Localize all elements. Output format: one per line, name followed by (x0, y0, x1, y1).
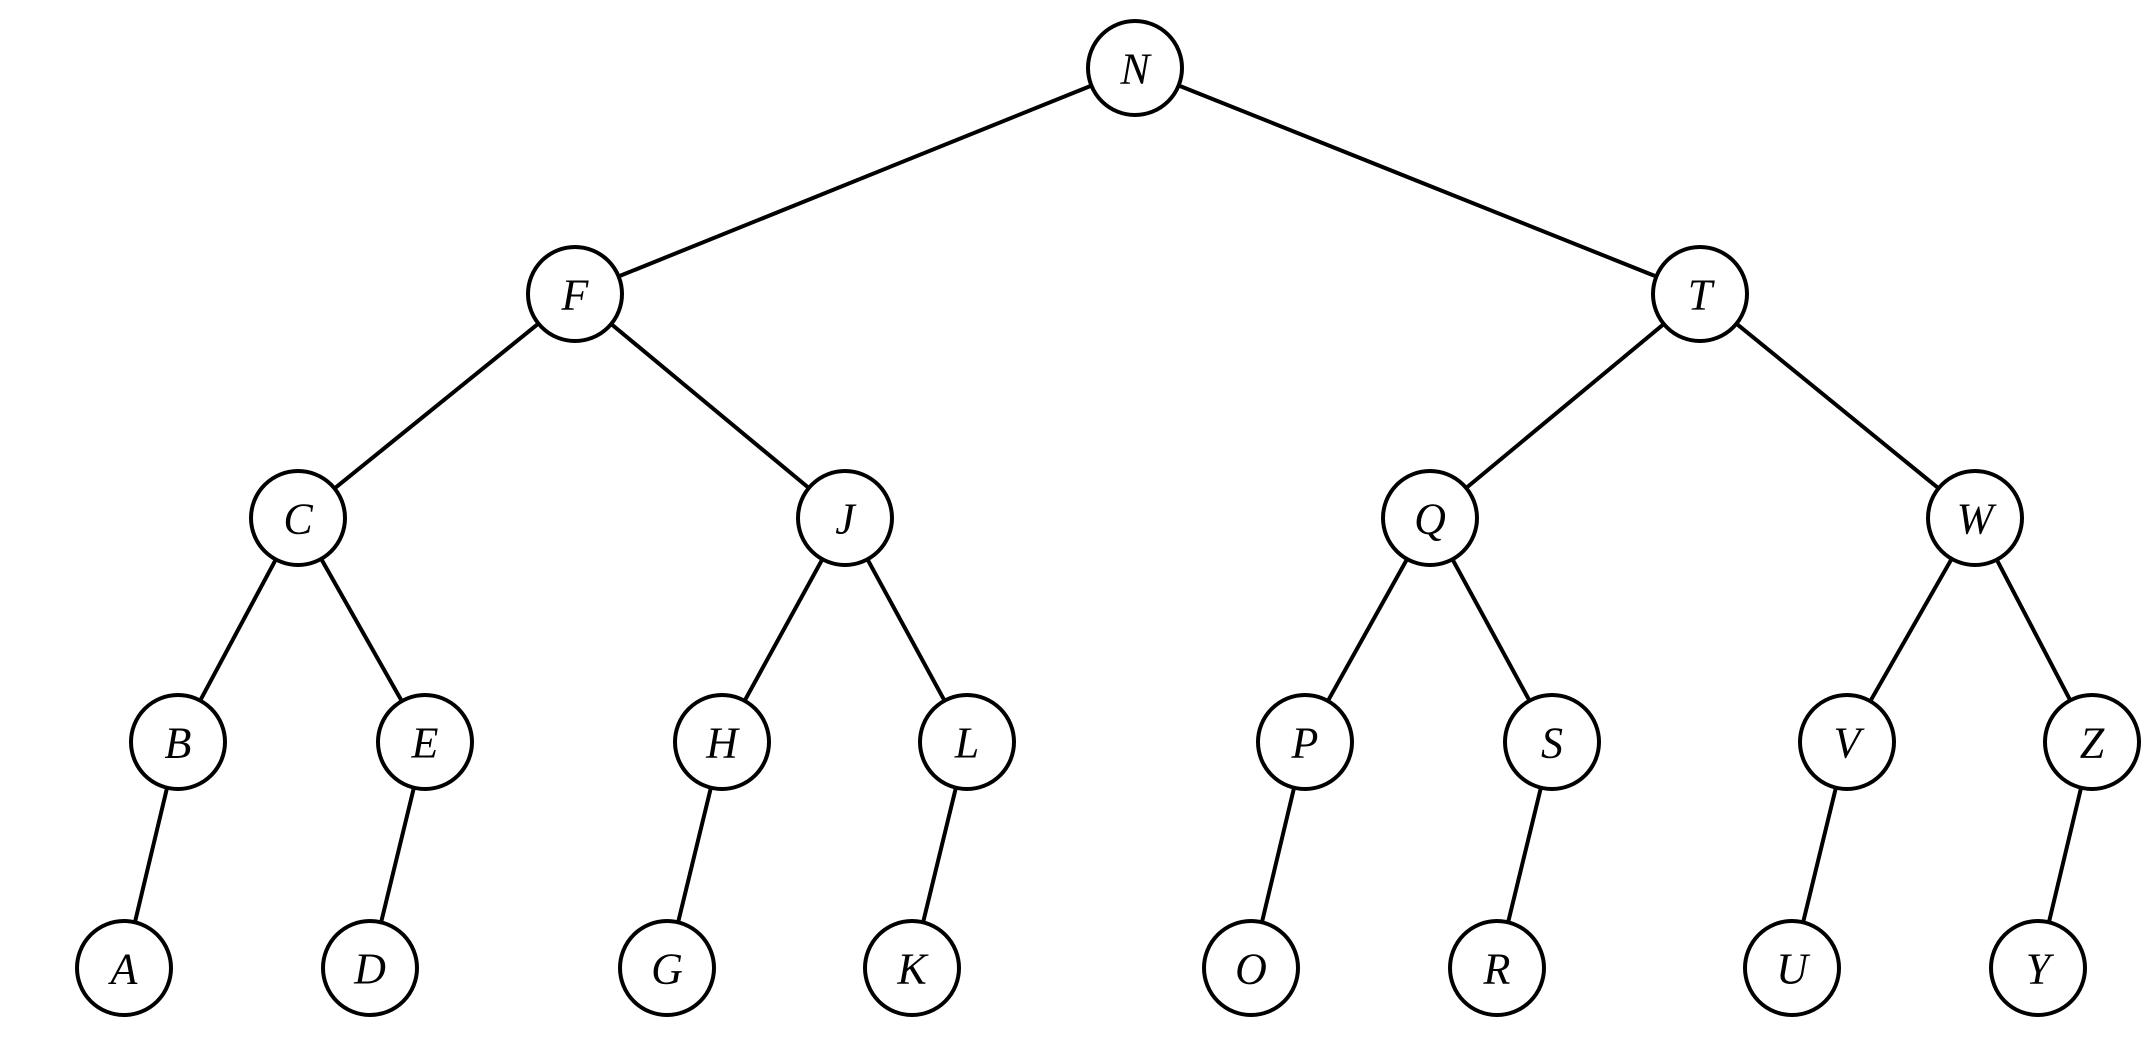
node-label-y: Y (2026, 945, 2055, 994)
node-layer: N F T C J Q W B E H L P S V Z A D G K O R U Y (75, 19, 2141, 1017)
tree-node-z[interactable]: Z (2043, 693, 2141, 791)
tree-node-o[interactable]: O (1202, 919, 1300, 1017)
node-label-b: B (165, 719, 192, 768)
tree-node-u[interactable]: U (1743, 919, 1841, 1017)
node-label-n: N (1119, 45, 1152, 94)
tree-edge-e-d (379, 785, 416, 925)
tree-edge-l-k (921, 785, 958, 925)
node-label-k: K (896, 945, 929, 994)
node-label-v: V (1834, 719, 1866, 768)
node-label-r: R (1483, 945, 1511, 994)
node-label-s: S (1541, 719, 1563, 768)
node-circle-h (673, 693, 771, 791)
node-circle-w (1926, 469, 2024, 567)
node-circle-v (1798, 693, 1896, 791)
tree-edge-p-o (1259, 785, 1297, 925)
tree-edge-b-a (132, 785, 170, 925)
node-circle-n (1086, 19, 1184, 117)
node-circle-t (1651, 245, 1749, 343)
tree-node-w[interactable]: W (1926, 469, 2024, 567)
tree-edge-q-p (1325, 557, 1410, 703)
tree-edge-j-h (742, 557, 825, 703)
tree-node-e[interactable]: E (376, 693, 474, 791)
tree-edge-h-g (676, 785, 713, 925)
tree-node-g[interactable]: G (618, 919, 716, 1017)
node-circle-f (526, 245, 624, 343)
tree-edge-t-q (1464, 322, 1666, 490)
node-circle-k (863, 919, 961, 1017)
tree-node-p[interactable]: P (1256, 693, 1354, 791)
tree-node-y[interactable]: Y (1989, 919, 2087, 1017)
tree-node-h[interactable]: H (673, 693, 771, 791)
node-circle-a (75, 919, 173, 1017)
node-circle-u (1743, 919, 1841, 1017)
node-circle-p (1256, 693, 1354, 791)
node-circle-b (129, 693, 227, 791)
tree-node-s[interactable]: S (1503, 693, 1601, 791)
node-circle-d (321, 919, 419, 1017)
node-circle-q (1381, 469, 1479, 567)
tree-node-v[interactable]: V (1798, 693, 1896, 791)
tree-node-b[interactable]: B (129, 693, 227, 791)
node-circle-s (1503, 693, 1601, 791)
node-circle-y (1989, 919, 2087, 1017)
node-label-e: E (411, 719, 439, 768)
node-label-h: H (705, 719, 740, 768)
tree-edge-v-u (1801, 785, 1838, 925)
tree-edge-t-w (1734, 321, 1941, 491)
tree-edge-w-v (1868, 556, 1954, 704)
tree-node-a[interactable]: A (75, 919, 173, 1017)
node-label-q: Q (1414, 495, 1446, 544)
node-circle-r (1448, 919, 1546, 1017)
tree-node-n[interactable]: N (1086, 19, 1184, 117)
tree-edge-j-l (865, 557, 947, 703)
tree-node-c[interactable]: C (249, 469, 347, 567)
tree-node-f[interactable]: F (526, 245, 624, 343)
node-label-w: W (1957, 495, 1997, 544)
node-label-f: F (561, 271, 590, 320)
node-label-a: A (108, 945, 139, 994)
node-circle-l (918, 693, 1016, 791)
node-label-t: T (1688, 271, 1716, 320)
node-label-o: O (1235, 945, 1267, 994)
node-label-l: L (954, 719, 979, 768)
node-label-z: Z (2080, 719, 2105, 768)
node-label-c: C (283, 495, 313, 544)
tree-node-k[interactable]: K (863, 919, 961, 1017)
tree-edge-f-c (332, 321, 541, 491)
node-circle-g (618, 919, 716, 1017)
tree-node-q[interactable]: Q (1381, 469, 1479, 567)
node-label-j: J (835, 495, 857, 544)
tree-edge-c-b (198, 557, 278, 703)
tree-edge-n-t (1176, 83, 1659, 279)
edge-layer (132, 83, 2084, 925)
tree-node-t[interactable]: T (1651, 245, 1749, 343)
node-circle-c (249, 469, 347, 567)
node-circle-z (2043, 693, 2141, 791)
node-label-g: G (651, 945, 683, 994)
tree-edge-n-f (616, 83, 1094, 279)
node-circle-o (1202, 919, 1300, 1017)
tree-edge-f-j (609, 322, 811, 490)
tree-node-r[interactable]: R (1448, 919, 1546, 1017)
node-label-d: D (353, 945, 386, 994)
tree-edge-s-r (1506, 785, 1543, 925)
node-label-u: U (1776, 945, 1811, 994)
tree-node-j[interactable]: J (796, 469, 894, 567)
tree-node-l[interactable]: L (918, 693, 1016, 791)
tree-edge-c-e (319, 556, 404, 704)
node-label-p: P (1291, 719, 1319, 768)
tree-node-d[interactable]: D (321, 919, 419, 1017)
tree-edge-q-s (1450, 557, 1532, 703)
tree-edge-z-y (2046, 785, 2084, 925)
node-circle-j (796, 469, 894, 567)
node-circle-e (376, 693, 474, 791)
tree-edge-w-z (1994, 557, 2073, 703)
